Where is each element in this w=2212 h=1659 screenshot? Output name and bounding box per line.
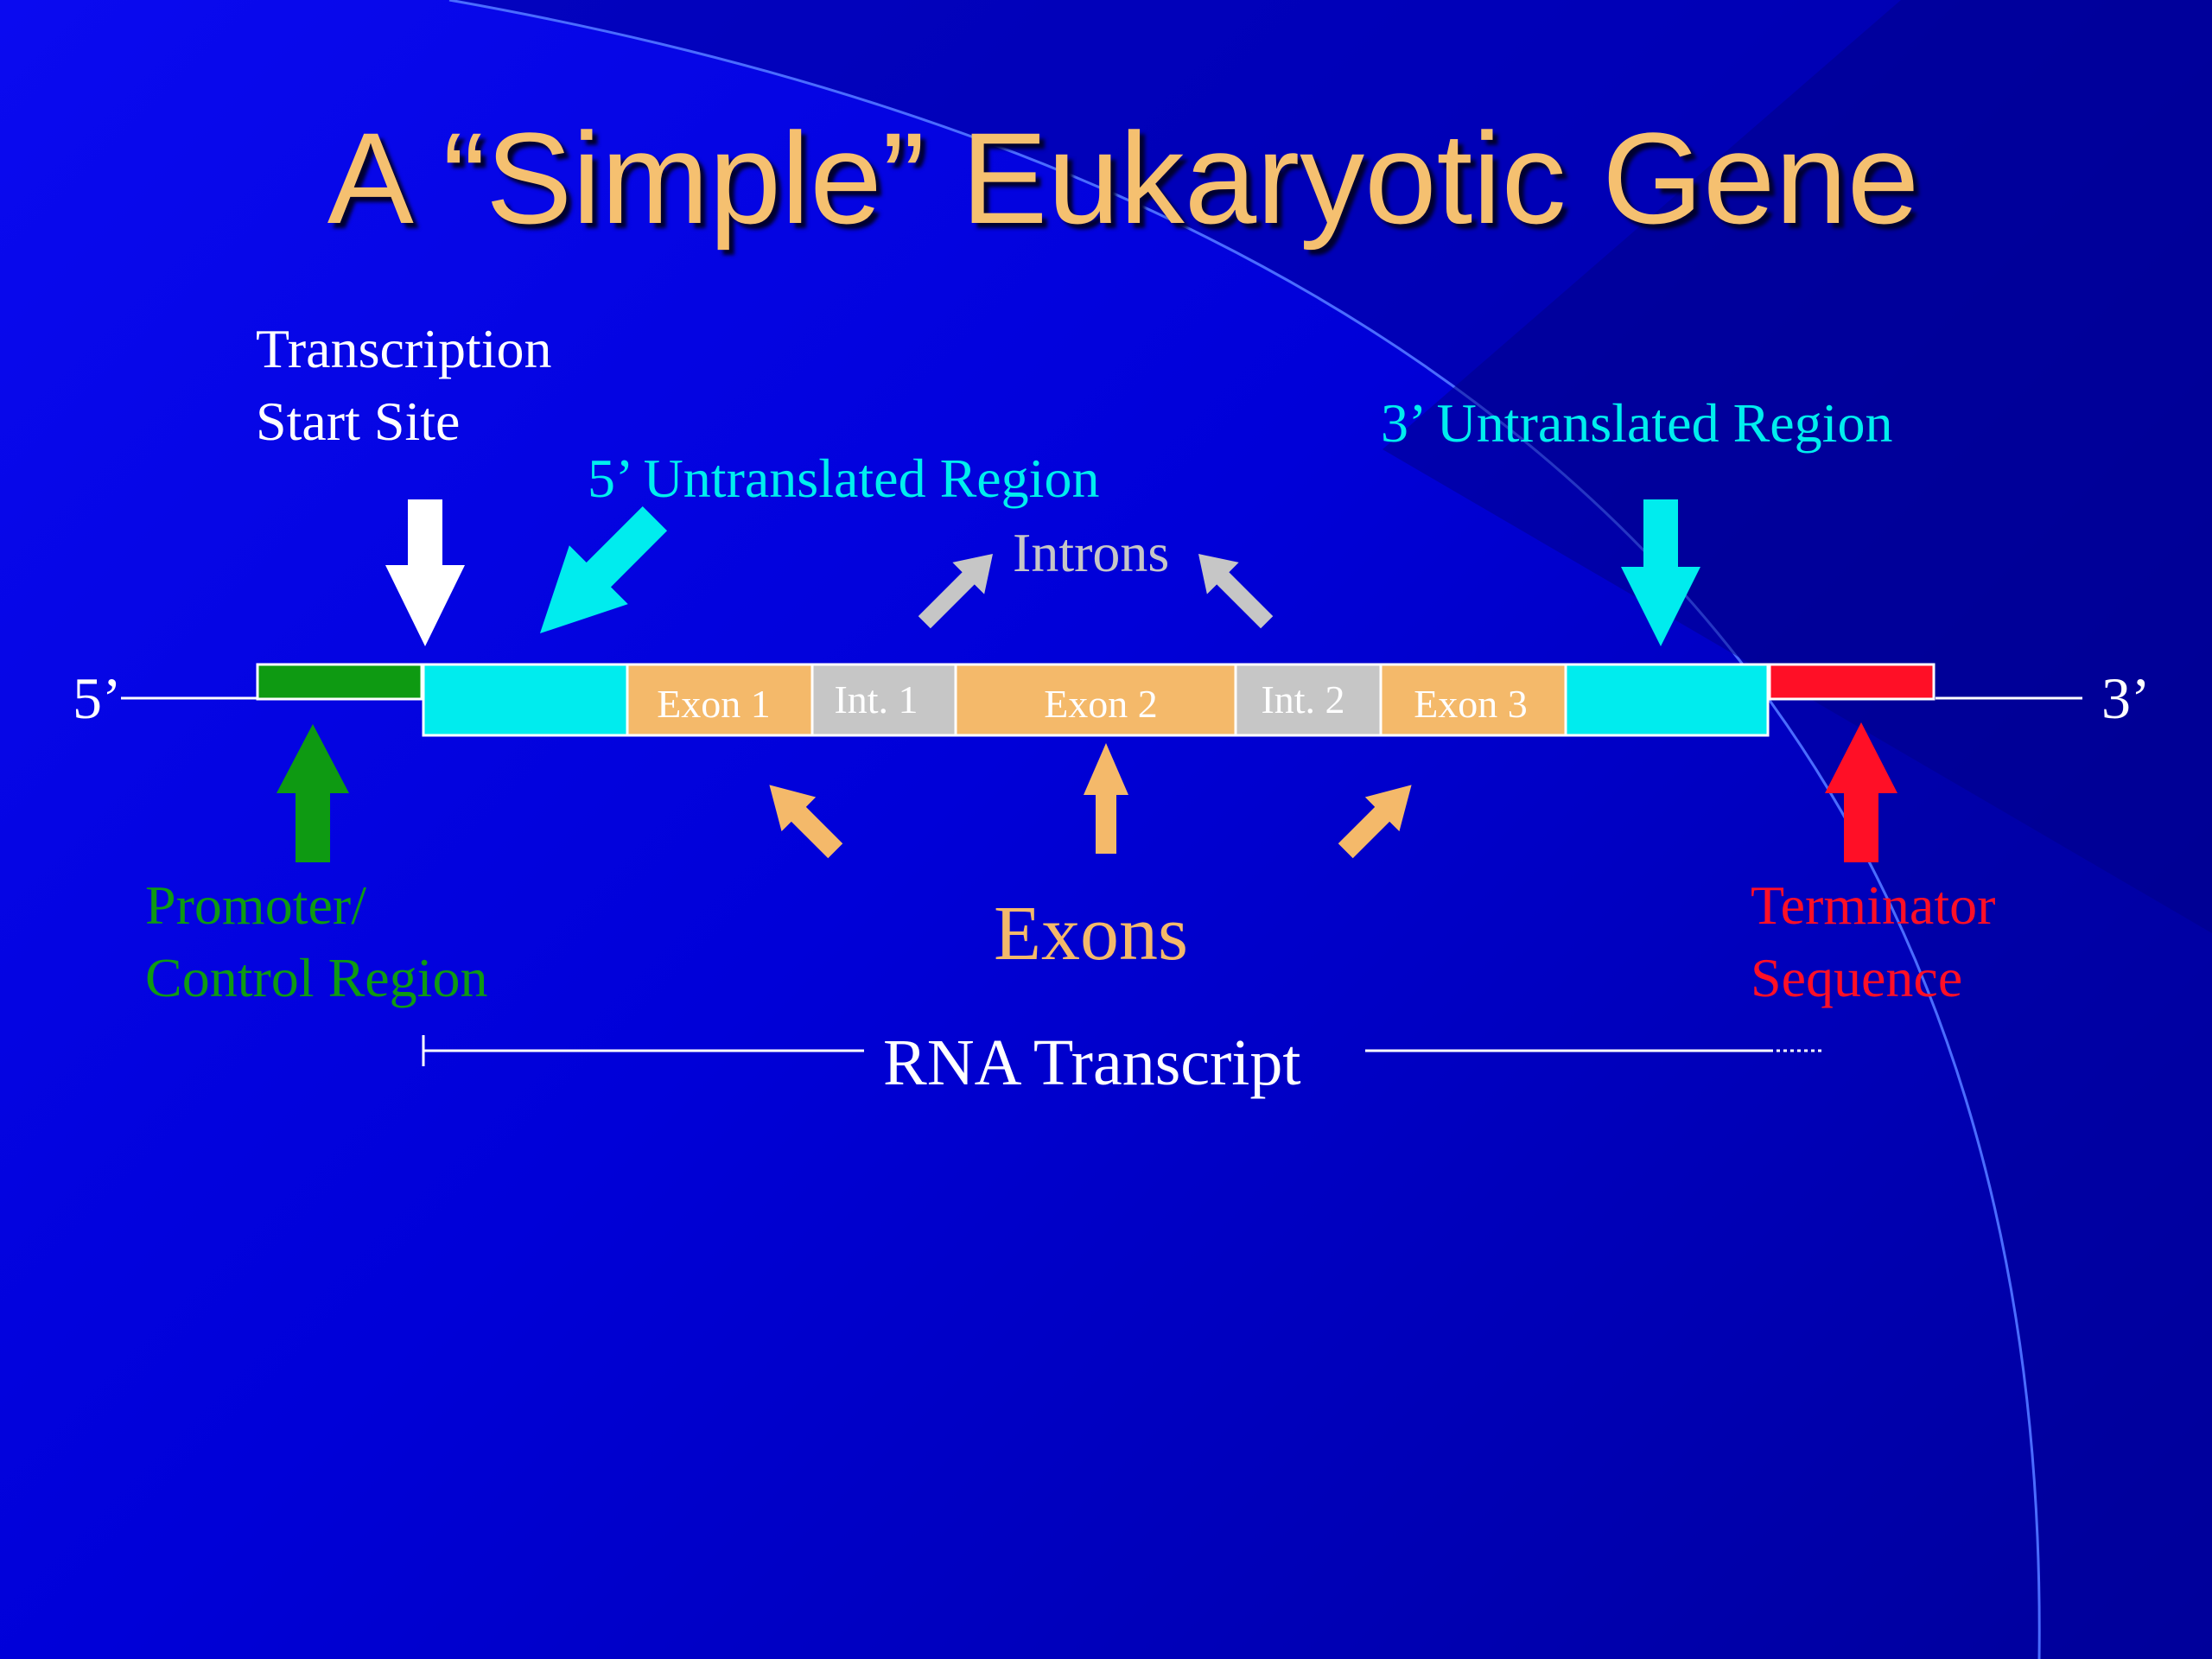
exons-label: Exons: [994, 891, 1188, 976]
promoter-arrow-icon: [276, 724, 349, 862]
intron-arrow-right-icon: [1198, 553, 1274, 629]
exon3-label: Exon 3: [1414, 682, 1528, 726]
int2-box: [1234, 663, 1382, 737]
terminator-label-line2: Sequence: [1751, 947, 1963, 1008]
exon2-label: Exon 2: [1044, 682, 1158, 726]
end3-label: 3’: [2101, 665, 2151, 731]
tss-label-line1: Transcription: [256, 318, 552, 379]
exon-arrow-left-icon: [769, 785, 843, 859]
promoter-label-line2: Control Region: [145, 947, 488, 1008]
exon2-box: [954, 663, 1237, 737]
terminator-label-line1: Terminator: [1751, 874, 1996, 936]
terminator-box: [1768, 663, 1936, 701]
promoter-label-line1: Promoter/: [145, 874, 366, 936]
int2-label: Int. 2: [1261, 677, 1344, 721]
exon1-label: Exon 1: [657, 682, 771, 726]
promoter-box: [256, 663, 423, 701]
int1-box: [810, 663, 957, 737]
end5-label: 5’: [73, 665, 122, 731]
exon-arrow-mid-icon: [1084, 743, 1128, 854]
exon3-box: [1379, 663, 1567, 737]
tss-label-line2: Start Site: [256, 391, 461, 452]
introns-label: Introns: [1013, 522, 1170, 583]
int1-label: Int. 1: [834, 677, 918, 721]
intron-arrow-left-icon: [918, 553, 994, 629]
utr3-label: 3’ Untranslated Region: [1381, 392, 1893, 454]
exon-arrow-right-icon: [1338, 785, 1412, 859]
utr5-box: [422, 663, 629, 737]
utr5-arrow-icon: [539, 505, 668, 634]
utr3-box: [1564, 663, 1770, 737]
exon1-box: [626, 663, 814, 737]
utr5-label: 5’ Untranslated Region: [588, 448, 1100, 509]
slide-title: A “Simple” Eukaryotic Gene: [327, 105, 1920, 251]
tss-arrow-icon: [385, 499, 465, 646]
rna-transcript-label: RNA Transcript: [883, 1027, 1301, 1099]
terminator-arrow-icon: [1825, 722, 1897, 862]
utr3-arrow-icon: [1621, 499, 1700, 646]
